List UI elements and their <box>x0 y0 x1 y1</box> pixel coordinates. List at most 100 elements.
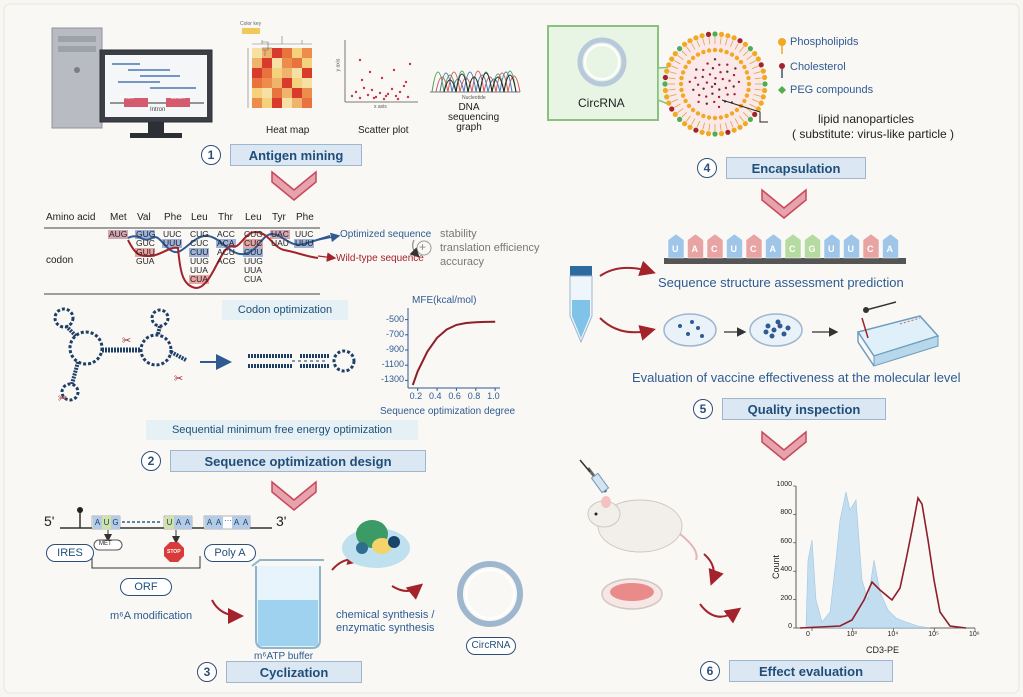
scatter-point <box>382 97 386 101</box>
lnp-outer-lipid <box>682 41 688 47</box>
lnp-lipid-tail <box>751 98 759 103</box>
lnp-payload <box>732 85 735 88</box>
scatter-point <box>366 93 370 97</box>
lnp-lipid-tail <box>734 118 739 125</box>
lnp-legend-icons <box>778 38 786 94</box>
codon-cell: GUA <box>136 256 155 266</box>
base-letter: U <box>828 244 835 254</box>
plus-sign: + <box>419 240 427 254</box>
orf-tag: ORF <box>120 578 172 596</box>
lnp-lipid-tail <box>686 46 691 53</box>
legend-cholesterol: Cholesterol <box>790 61 846 73</box>
lnp-payload <box>717 95 721 99</box>
flow-x-tick-label: 10⁴ <box>887 631 899 638</box>
lnp-lipid-tail <box>671 98 679 103</box>
heatmap-cell <box>252 58 262 68</box>
codon-highlight-optimized <box>162 239 182 248</box>
lnp-lipid-tail <box>743 50 749 56</box>
base-letter: A <box>691 244 699 254</box>
ires-tag: IRES <box>46 544 94 562</box>
mfe-x-tick-label: 0.6 <box>448 391 461 401</box>
heatmap-cell <box>262 48 272 58</box>
amino-acid-phe: Phe <box>296 212 314 223</box>
mfe-caption: Sequential minimum free energy optimizat… <box>146 420 418 440</box>
scatter-point <box>394 94 398 98</box>
tube <box>569 260 656 344</box>
base-strip <box>664 233 906 264</box>
step-button-effect-evaluation[interactable]: Effect evaluation <box>729 660 893 682</box>
codon-highlight-wildtype <box>243 239 263 248</box>
codon-optimization-caption: Codon optimization <box>222 300 348 320</box>
flow-y-tick-label: 400 <box>780 566 792 574</box>
amino-acid-met: Met <box>110 212 127 223</box>
heatmap-cell <box>252 98 262 108</box>
step-button-antigen-mining[interactable]: Antigen mining <box>230 144 362 166</box>
heatmap-cell <box>262 68 272 78</box>
lnp-outer-lipid <box>666 100 672 106</box>
lnp-lipid-tail <box>749 60 756 65</box>
base-block <box>667 233 685 259</box>
step-button-sequence-optimization[interactable]: Sequence optimization design <box>170 450 426 472</box>
scatter-point <box>402 84 406 88</box>
lnp-inner-lipid <box>695 111 701 116</box>
benefit-translation: translation efficiency <box>440 242 540 254</box>
svg-text:✂: ✂ <box>122 334 131 347</box>
step-button-quality-inspection[interactable]: Quality inspection <box>722 398 886 420</box>
heatmap-cell <box>252 68 262 78</box>
stop-codon-base: A <box>174 516 183 529</box>
poly-a-base: A <box>241 516 250 529</box>
codon-cell: UAC <box>271 229 289 239</box>
step-button-encapsulation[interactable]: Encapsulation <box>726 157 866 179</box>
amino-acid-thr: Thr <box>218 212 233 223</box>
lnp-lipid-tail <box>729 120 734 128</box>
lnp-outer-lipid <box>762 74 768 81</box>
flow-xlabel: CD3-PE <box>866 645 900 655</box>
lnp-lipid-tail <box>691 118 696 125</box>
lnp-inner-lipid <box>701 49 706 55</box>
lnp-lipid-tail <box>753 94 761 97</box>
flow-y-tick-label: 1000 <box>776 481 792 488</box>
heatmap-cell <box>302 58 312 68</box>
lnp-payload <box>696 83 700 86</box>
heatmap-cell <box>302 68 312 78</box>
mfe-y-tick-label: -700 <box>385 328 404 339</box>
electrophoresis-apparatus <box>856 301 940 367</box>
lnp-outer-lipid <box>693 35 699 41</box>
codon-cell: ACC <box>217 229 235 239</box>
flow-x-tick-label: 10³ <box>846 631 857 638</box>
lnp-payload <box>711 67 715 70</box>
mfe-series-line <box>411 320 496 386</box>
lnp-outer-lipid <box>747 116 754 122</box>
codon-cell: CUG <box>244 229 263 239</box>
lnp-outer-lipid <box>737 38 743 44</box>
codon-cell: UUG <box>190 256 209 266</box>
benefit-stability: stability <box>440 228 477 240</box>
lnp-outer-lipid <box>731 127 737 133</box>
lnp-lipid-tail <box>671 65 679 70</box>
base-block <box>784 233 802 259</box>
flow-control-histogram <box>805 491 931 629</box>
lnp-inner-lipid <box>678 81 684 87</box>
lnp-payload <box>737 80 741 84</box>
heatmap-cell <box>282 78 292 88</box>
lnp-payload <box>705 102 708 105</box>
lnp-outer-lipid <box>758 62 764 68</box>
scatter-point <box>378 91 382 95</box>
heatmap-cell <box>252 78 262 88</box>
base-block <box>726 233 743 259</box>
heatmap-cell <box>292 48 302 58</box>
lnp-outer-lipid <box>662 87 669 94</box>
base-letter: C <box>867 244 874 254</box>
met-tag: MET <box>99 541 112 547</box>
base-letter: G <box>808 244 816 254</box>
lnp-lipid-tail <box>669 71 677 74</box>
lnp-lipid-tail <box>702 38 705 46</box>
amino-acid-tyr: Tyr <box>272 212 286 223</box>
scatter-point <box>384 94 388 98</box>
lnp-lipid-tail <box>702 122 705 130</box>
codon-header: codon <box>46 255 74 266</box>
step-number-4: 4 <box>697 158 717 178</box>
lnp-payload <box>713 100 716 104</box>
step-button-cyclization[interactable]: Cyclization <box>226 661 362 683</box>
